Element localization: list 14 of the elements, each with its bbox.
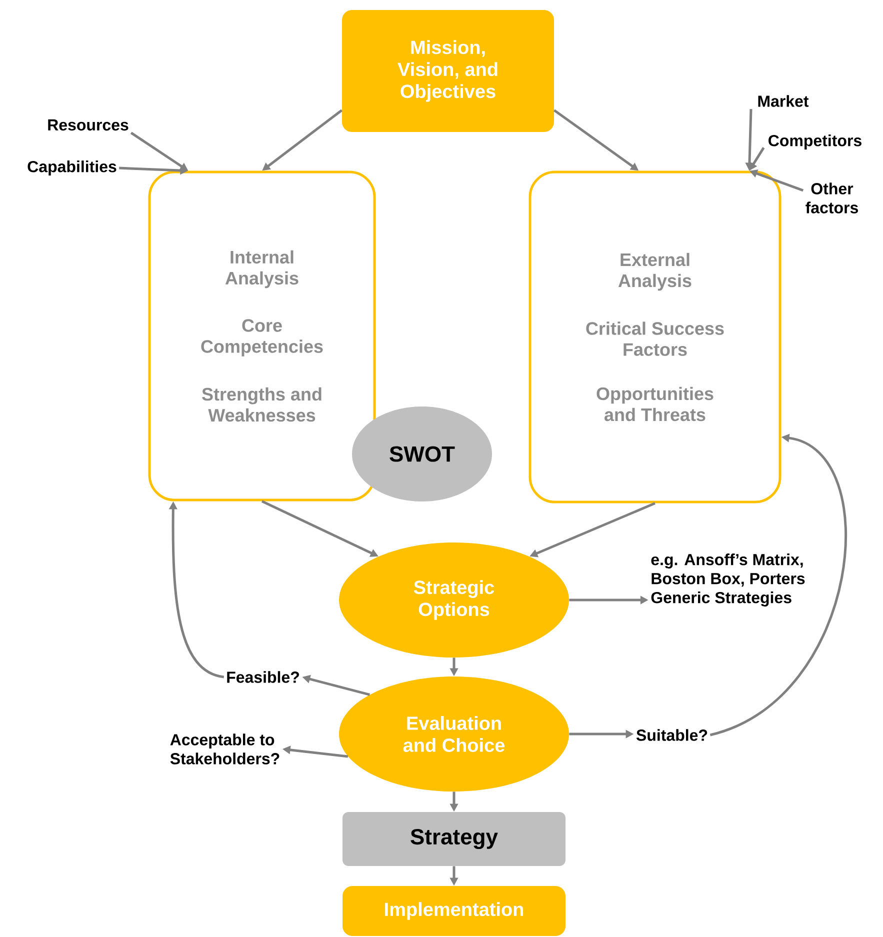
input-label: Resources: [48, 119, 128, 131]
note-text: e.g. Ansoff’s Matrix, Boston Box, Porters Generic Strategies: [651, 554, 805, 606]
strategy-box: Strategy: [342, 812, 566, 866]
analysis-box: Internal Analysis Core Competencies Strengths and Weaknesses: [148, 170, 376, 502]
implementation-box: Implementation: [342, 886, 566, 936]
input-label: Capabilities: [28, 160, 116, 176]
question-label: Suitable?: [636, 729, 708, 741]
analysis-box: External Analysis Critical Success Factors Opportunities and Threats: [528, 170, 782, 504]
input-label: Other factors: [806, 182, 858, 214]
question-label: Feasible?: [227, 671, 299, 683]
input-label: Competitors: [768, 134, 862, 150]
question-label: Acceptable to Stakeholders?: [170, 734, 280, 764]
input-label: Market: [758, 95, 809, 107]
mission-box: Mission, Vision, and Objectives: [342, 10, 554, 132]
